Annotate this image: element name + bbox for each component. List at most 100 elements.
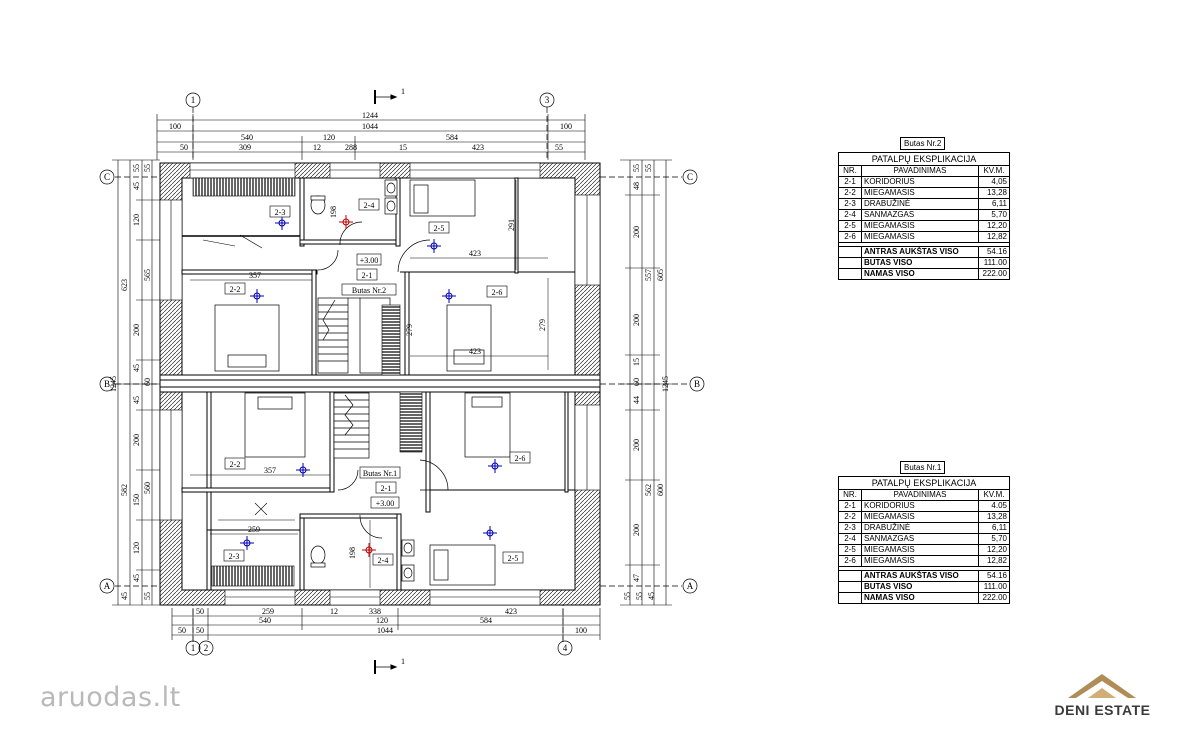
dim-r-200d: 200 [632, 524, 641, 536]
row-name: KORIDORIUS [861, 176, 979, 188]
total-label: NAMAS VISO [861, 268, 979, 280]
grid-axes [99, 92, 705, 656]
dim-l-150: 150 [132, 494, 141, 506]
row-area: 12,20 [978, 220, 1010, 232]
dim-r-557: 557 [644, 269, 653, 281]
row-name: SANMAZGAS [861, 209, 979, 221]
room-lower-2-2: 2-2 [230, 460, 241, 469]
dim-b-side-right: 100 [575, 626, 587, 635]
dim-r-200c: 200 [632, 439, 641, 451]
row-area: 12,82 [978, 231, 1010, 243]
grid-label-c-right: C [687, 172, 693, 182]
dim-lower-357: 357 [264, 466, 276, 475]
row-name: MIEGAMASIS [861, 555, 979, 567]
column-header-nr: NR. [838, 165, 862, 177]
dim-l-t55a: 55 [132, 164, 141, 172]
column-header-area: KV.M. [978, 489, 1010, 501]
room-lower-2-5: 2-5 [508, 554, 519, 563]
dimension-labels-bottom: 50 259 12 338 423 540 120 584 50 50 1044… [178, 607, 587, 635]
apartment-upper-label: Butas Nr.2 [352, 286, 386, 295]
room-lower-2-4: 2-4 [378, 556, 389, 565]
row-nr: 2-6 [838, 231, 862, 243]
room-lower-2-1: 2-1 [381, 484, 392, 493]
dim-r-200b: 200 [632, 314, 641, 326]
total-value: 111.00 [978, 257, 1010, 269]
row-nr: 2-6 [838, 555, 862, 567]
explication-table-apartment-1: Butas Nr.1 PATALPŲ EKSPLIKACIJA NR. PAVA… [838, 461, 1010, 604]
windows [159, 162, 601, 606]
interior-walls [181, 177, 575, 591]
column-header-nr: NR. [838, 489, 862, 501]
dim-r-48: 48 [632, 182, 641, 190]
total-label: ANTRAS AUKŠTAS VISO [861, 246, 979, 258]
dim-seg-mid: 120 [323, 133, 335, 142]
row-nr: 2-4 [838, 209, 862, 221]
dim-side-right: 100 [560, 122, 572, 131]
row-area: 4,05 [978, 176, 1010, 188]
dim-r-47: 47 [632, 574, 641, 582]
room-upper-2-2: 2-2 [230, 285, 241, 294]
dim-r-t55b: 55 [644, 164, 653, 172]
dim-r-15: 15 [632, 358, 641, 366]
room-upper-2-4: 2-4 [364, 201, 375, 210]
apartment-lower-label: Butas Nr.1 [363, 469, 397, 478]
dim-l-45: 45 [132, 364, 141, 372]
deni-estate-logo: DENI ESTATE [1030, 668, 1175, 718]
dim-b-12: 12 [330, 607, 338, 616]
closets [192, 177, 423, 587]
dim-55: 55 [555, 143, 563, 152]
dim-12: 12 [313, 143, 321, 152]
exterior-walls [159, 162, 601, 606]
dim-r-t55a: 55 [632, 164, 641, 172]
total-label: BUTAS VISO [861, 257, 979, 269]
section-mark-bottom-label: 1 [401, 657, 405, 666]
column-header-name: PAVADINIMAS [861, 489, 979, 501]
section-mark-bottom: 1 [374, 657, 405, 674]
row-name: MIEGAMASIS [861, 187, 979, 199]
row-area: 5,70 [978, 209, 1010, 221]
dim-r-45: 45 [647, 592, 656, 600]
table-title: PATALPŲ EKSPLIKACIJA [838, 152, 1010, 166]
dim-r-55a: 55 [623, 592, 632, 600]
row-nr: 2-3 [838, 522, 862, 534]
dim-309: 309 [239, 143, 251, 152]
dim-inner-width: 1044 [362, 122, 378, 131]
dim-seg-right: 584 [446, 133, 458, 142]
dim-b-seg-right: 584 [480, 616, 492, 625]
total-label: BUTAS VISO [861, 581, 979, 593]
total-label: ANTRAS AUKŠTAS VISO [861, 570, 979, 582]
row-name: MIEGAMASIS [861, 231, 979, 243]
total-value: 54.16 [978, 570, 1010, 582]
dim-l-200b: 200 [132, 434, 141, 446]
grid-label-1-bottom: 1 [191, 643, 196, 653]
dim-side-left: 100 [169, 122, 181, 131]
brand-name: DENI ESTATE [1054, 702, 1151, 718]
dimension-labels-right: 55 55 48 200 557 605 200 15 60 1245 44 2… [623, 164, 670, 600]
section-mark-top: 1 [374, 87, 405, 104]
dim-l-60: 60 [143, 378, 152, 386]
row-nr: 2-1 [838, 176, 862, 188]
row-area: 12,82 [978, 555, 1010, 567]
room-tag-labels: 2-3 2-4 2-5 2-2 2-6 +3.00 2-1 Butas Nr.2… [229, 201, 526, 565]
grid-label-a-right: A [687, 581, 694, 591]
total-value: 222.00 [978, 592, 1010, 604]
row-nr: 2-2 [838, 187, 862, 199]
section-mark-top-label: 1 [401, 87, 405, 96]
row-name: MIEGAMASIS [861, 511, 979, 523]
row-name: MIEGAMASIS [861, 220, 979, 232]
dim-l-t55b: 55 [143, 164, 152, 172]
row-name: DRABUŽINĖ [861, 522, 979, 534]
room-lower-2-6: 2-6 [515, 454, 526, 463]
dim-l-b45: 45 [120, 592, 129, 600]
room-upper-2-5: 2-5 [434, 224, 445, 233]
grid-labels: 1 3 1 2 4 C B A C B A [104, 95, 700, 653]
room-upper-2-3: 2-3 [275, 208, 286, 217]
dim-288: 288 [345, 143, 357, 152]
